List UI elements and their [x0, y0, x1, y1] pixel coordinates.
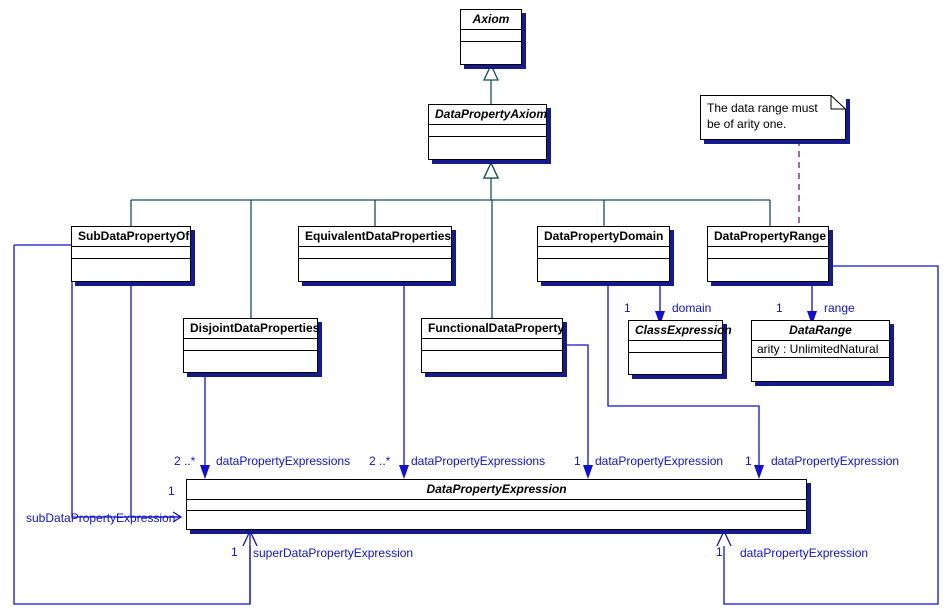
note-shape [700, 95, 846, 140]
class-dataRange-operations [752, 357, 889, 375]
note-arity-constraint[interactable]: The data range must be of arity one. [700, 95, 846, 140]
multiplicity-subDataPropertyExpression: 1 [168, 484, 175, 498]
class-dataPropertyDomain-attributes [538, 246, 669, 258]
class-dataPropertyAxiom-operations [429, 136, 546, 159]
class-dataPropertyExpression-operations [187, 510, 806, 530]
class-dataPropertyDomain[interactable]: DataPropertyDomain [537, 226, 670, 282]
association-equivalent-dataPropertyExpressions [399, 285, 409, 479]
multiplicity-domain: 1 [624, 301, 631, 315]
class-dataPropertyRange-attributes [708, 246, 828, 258]
multiplicity-disjoint-dataPropertyExpressions: 2 ..* [174, 454, 196, 468]
association-disjoint-dataPropertyExpressions [200, 375, 210, 479]
role-domain-dataPropertyExpression: dataPropertyExpression [771, 454, 900, 468]
generalization-dataPropertyAxiom-axiom [482, 63, 500, 104]
class-functionalDataProperty[interactable]: FunctionalDataProperty [421, 318, 565, 373]
multiplicity-range: 1 [776, 301, 783, 315]
class-subDataPropertyOf-operations [72, 258, 190, 281]
class-dataPropertyRange-operations [708, 258, 828, 281]
class-functionalDataProperty-operations [422, 350, 562, 372]
class-axiom-name: Axiom [472, 12, 510, 26]
class-disjointDataProperties-operations [184, 350, 317, 372]
class-classExpression[interactable]: ClassExpression [628, 320, 732, 375]
class-equivalentDataProperties-attributes [299, 246, 451, 258]
class-functionalDataProperty-name: FunctionalDataProperty [428, 321, 565, 335]
class-dataPropertyExpression-attributes [187, 499, 806, 510]
role-equivalent-dataPropertyExpressions: dataPropertyExpressions [411, 454, 546, 468]
class-axiom-operations [461, 41, 521, 64]
class-classExpression-operations [629, 352, 722, 374]
class-dataPropertyRange[interactable]: DataPropertyRange [707, 226, 829, 282]
note-text: The data range must be of arity one. [707, 101, 818, 131]
class-disjointDataProperties-name: DisjointDataProperties [190, 321, 320, 335]
class-equivalentDataProperties-name: EquivalentDataProperties [305, 229, 452, 243]
multiplicity-equivalent-dataPropertyExpressions: 2 ..* [369, 454, 391, 468]
class-dataPropertyExpression-name: DataPropertyExpression [426, 482, 567, 496]
class-dataPropertyDomain-operations [538, 258, 669, 281]
role-range: range [824, 301, 855, 315]
multiplicity-superDataPropertyExpression: 1 [231, 545, 238, 559]
multiplicity-range-dataPropertyExpression: 1 [716, 545, 723, 559]
class-functionalDataProperty-attributes [422, 338, 562, 350]
class-dataRange-attributes: arity : UnlimitedNatural [752, 340, 889, 357]
class-subDataPropertyOf-attributes [72, 246, 190, 258]
role-subDataPropertyExpression: subDataPropertyExpression [26, 511, 176, 525]
association-domain [655, 285, 665, 325]
class-classExpression-name: ClassExpression [635, 323, 732, 337]
class-dataRange-name: DataRange [789, 323, 852, 337]
role-disjoint-dataPropertyExpressions: dataPropertyExpressions [216, 454, 351, 468]
class-axiom-attributes [461, 29, 521, 41]
class-dataPropertyRange-name: DataPropertyRange [714, 229, 827, 243]
multiplicity-functional-dataPropertyExpression: 1 [574, 454, 581, 468]
role-superDataPropertyExpression: superDataPropertyExpression [253, 546, 414, 560]
class-axiom[interactable]: Axiom [460, 9, 522, 65]
class-dataPropertyAxiom-attributes [429, 124, 546, 136]
association-range [807, 285, 817, 325]
class-disjointDataProperties-attributes [184, 338, 317, 350]
class-subDataPropertyOf[interactable]: SubDataPropertyOf [71, 226, 191, 282]
class-dataPropertyAxiom-name: DataPropertyAxiom [435, 107, 548, 121]
class-equivalentDataProperties[interactable]: EquivalentDataProperties [298, 226, 452, 282]
class-dataPropertyDomain-name: DataPropertyDomain [544, 229, 664, 243]
class-equivalentDataProperties-operations [299, 258, 451, 281]
class-dataPropertyAxiom[interactable]: DataPropertyAxiom [428, 104, 547, 160]
role-range-dataPropertyExpression: dataPropertyExpression [740, 546, 869, 560]
role-domain: domain [672, 301, 712, 315]
association-subDataPropertyExpression [13, 244, 251, 605]
class-dataPropertyExpression[interactable]: DataPropertyExpression [186, 479, 807, 530]
class-dataRange[interactable]: DataRange arity : UnlimitedNatural [751, 320, 890, 382]
class-classExpression-attributes [629, 340, 722, 352]
class-disjointDataProperties[interactable]: DisjointDataProperties [183, 318, 320, 373]
role-functional-dataPropertyExpression: dataPropertyExpression [595, 454, 724, 468]
multiplicity-domain-dataPropertyExpression: 1 [745, 454, 752, 468]
class-subDataPropertyOf-name: SubDataPropertyOf [78, 229, 190, 243]
